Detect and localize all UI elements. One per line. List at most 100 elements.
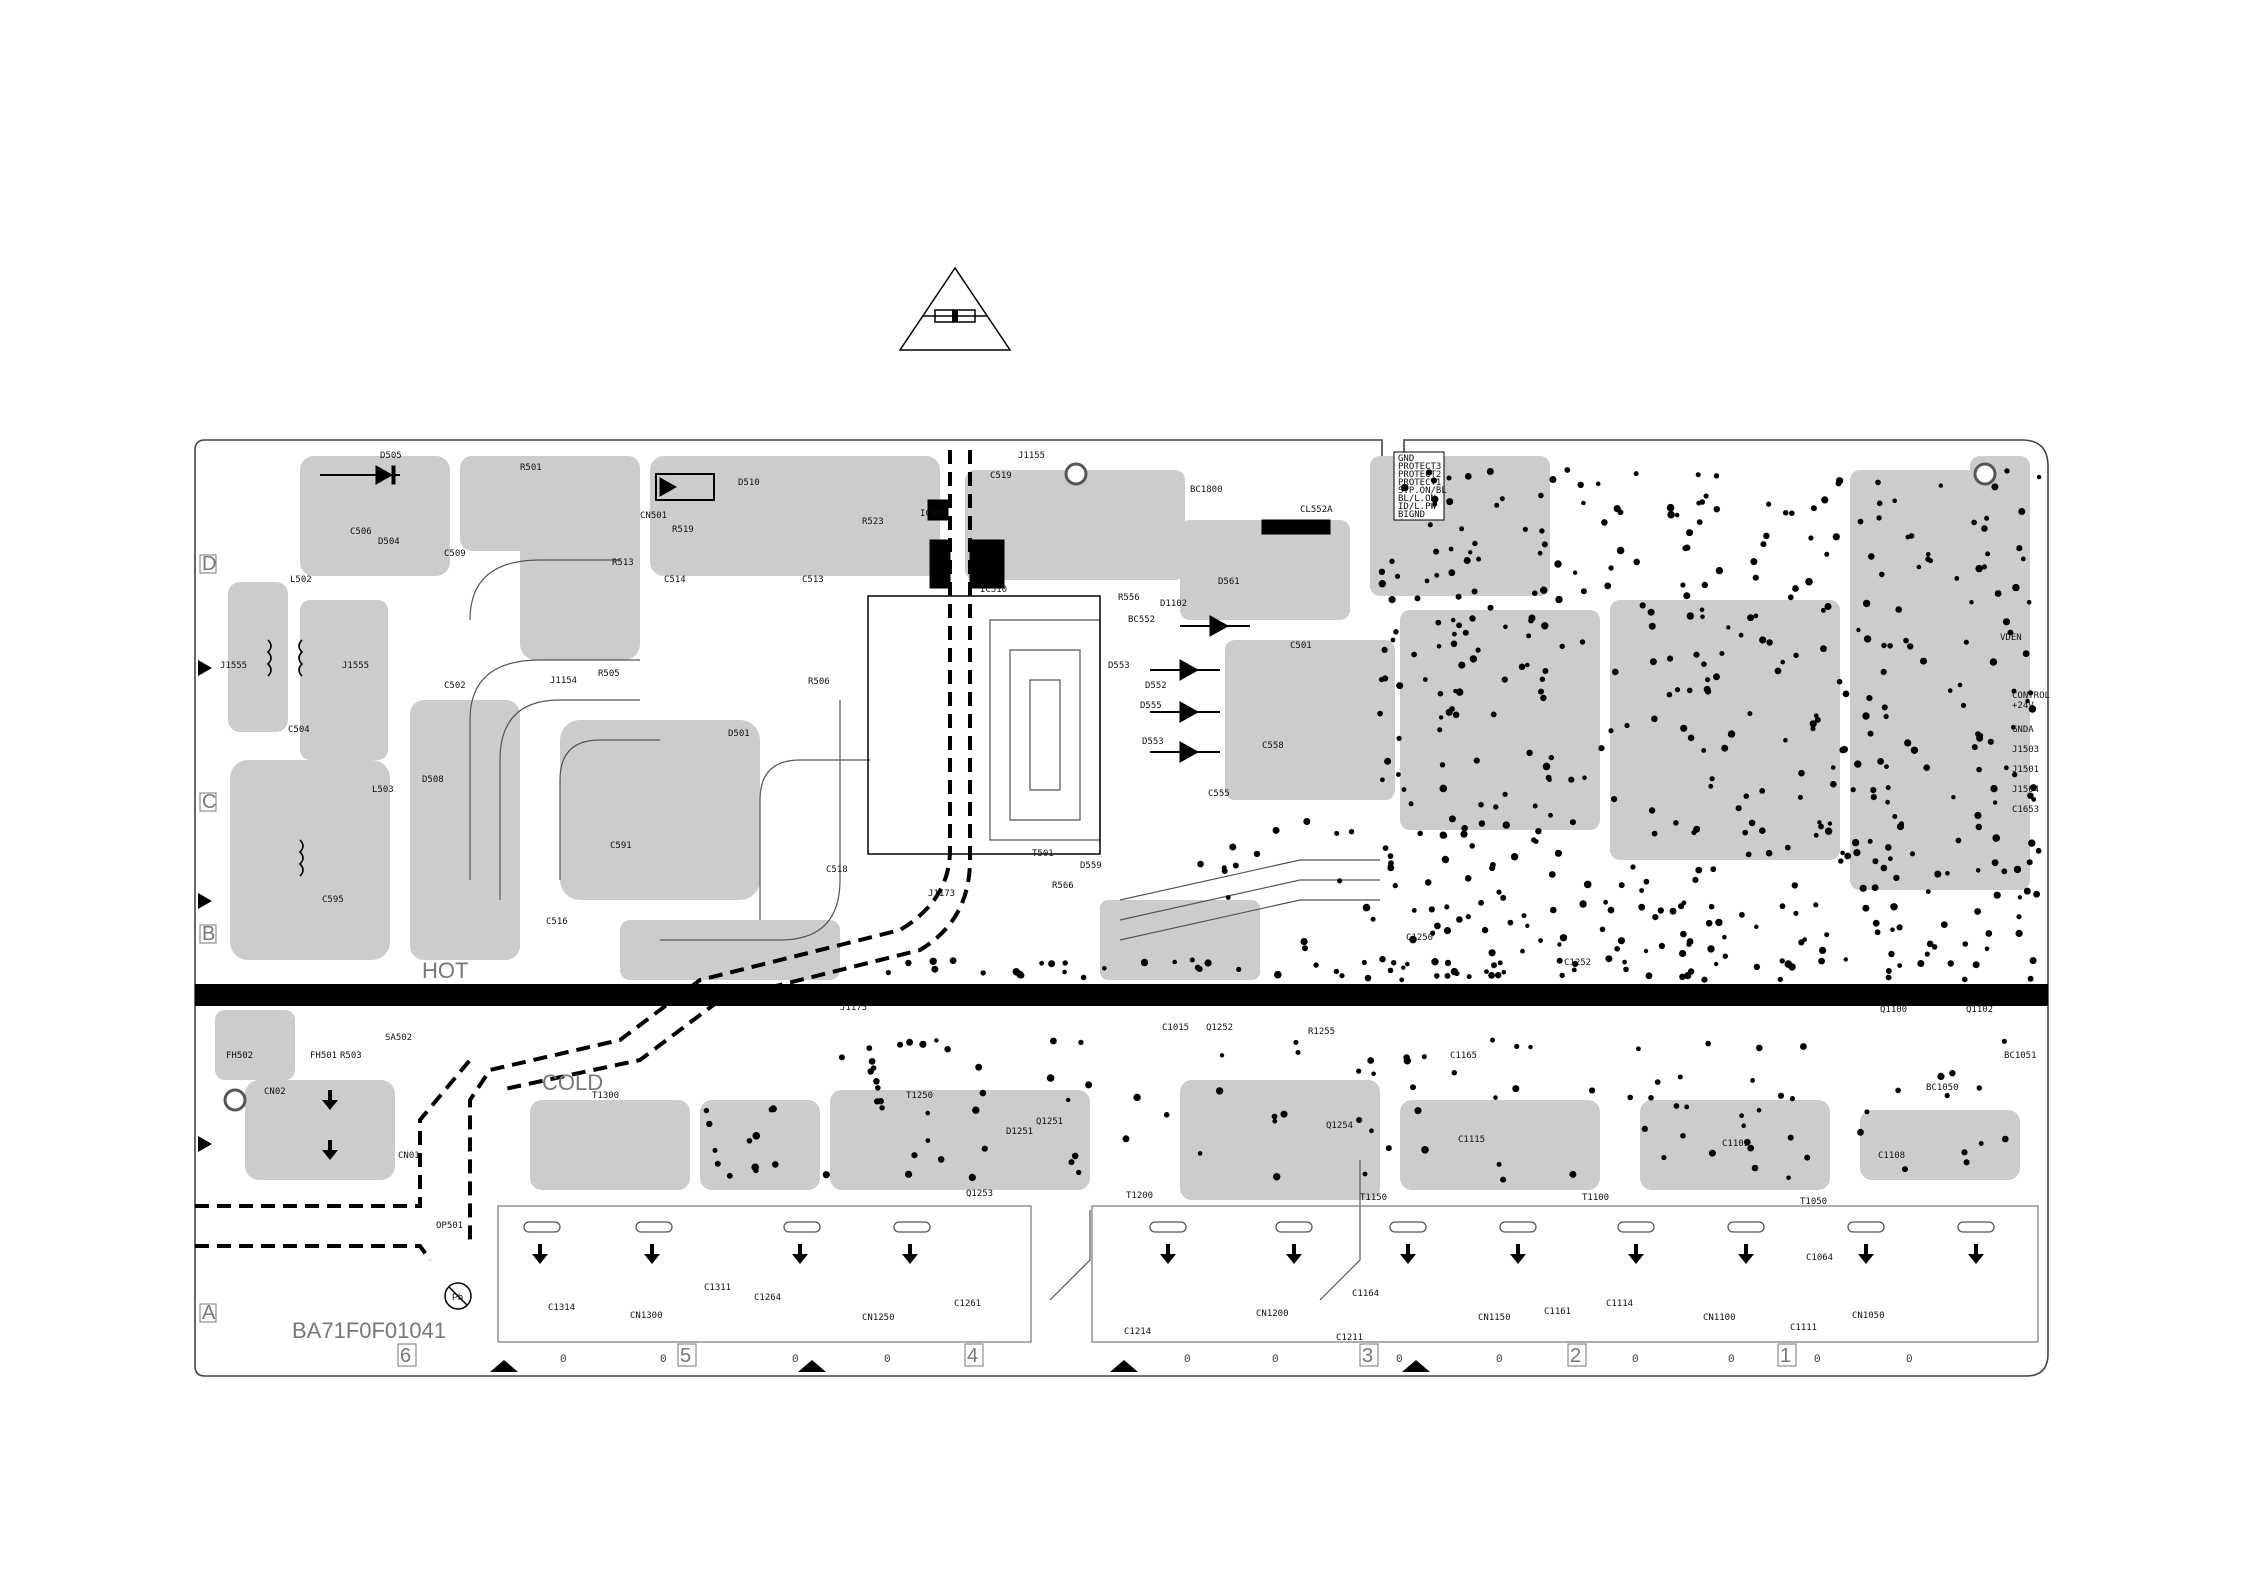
component-ref-label: C558 — [1262, 741, 1284, 751]
component-reference-labels: D505R501CN501D510C519J1155BC1800CL552AR5… — [220, 451, 2037, 1343]
side-arrows — [198, 660, 212, 1152]
pin-label: BL/L.ON — [1398, 494, 1436, 504]
component-ref-label: R556 — [1118, 593, 1140, 603]
component-ref-label: Q1252 — [1206, 1023, 1233, 1033]
svg-text:0: 0 — [1632, 1354, 1639, 1366]
row-marker-d: D — [202, 553, 216, 575]
component-ref-label: CN501 — [640, 511, 667, 521]
component-ref-label: D559 — [1080, 861, 1102, 871]
down-arrow-icons — [322, 1090, 1984, 1264]
component-ref-label: J1175 — [840, 1003, 867, 1013]
component-ref-label: CN1050 — [1852, 1311, 1885, 1321]
col-marker-6: 6 — [400, 1345, 411, 1367]
component-ref-label: BC1051 — [2004, 1051, 2037, 1061]
component-ref-label: C514 — [664, 575, 686, 585]
component-ref-label: Q1102 — [1966, 1005, 1993, 1015]
component-ref-label: C1214 — [1124, 1327, 1151, 1337]
component-ref-label: C1250 — [1406, 933, 1433, 943]
component-ref-label: CN1250 — [862, 1313, 895, 1323]
component-ref-label: C516 — [546, 917, 568, 927]
component-ref-label: CN1100 — [1703, 1313, 1736, 1323]
hot-side-label: HOT — [422, 958, 468, 983]
hot-cold-divider-bar — [195, 984, 2048, 1006]
component-ref-label: J1555 — [342, 661, 369, 671]
component-ref-label: C509 — [444, 549, 466, 559]
component-ref-label: L502 — [290, 575, 312, 585]
svg-text:C1653: C1653 — [2012, 805, 2039, 815]
component-ref-label: Q1251 — [1036, 1117, 1063, 1127]
component-ref-label: R503 — [340, 1051, 362, 1061]
component-ref-label: D552 — [1145, 681, 1167, 691]
svg-text:0: 0 — [884, 1354, 891, 1366]
component-ref-label: R523 — [862, 517, 884, 527]
component-ref-label: C1114 — [1606, 1299, 1633, 1309]
component-ref-label: D508 — [422, 775, 444, 785]
svg-text:+24V: +24V — [2012, 701, 2034, 711]
svg-text:0: 0 — [1272, 1354, 1279, 1366]
component-ref-label: C1108 — [1878, 1151, 1905, 1161]
component-ref-label: R506 — [808, 677, 830, 687]
pin-label: BIGND — [1398, 510, 1425, 520]
component-ref-label: Q1254 — [1326, 1121, 1353, 1131]
right-edge-labels: CONTROL +24V VDEN GNDA J1503 J1501 J1504… — [2000, 633, 2050, 815]
row-marker-a: A — [202, 1302, 216, 1324]
component-ref-label: C1015 — [1162, 1023, 1189, 1033]
component-ref-label: OP501 — [436, 1221, 463, 1231]
component-ref-label: D510 — [738, 478, 760, 488]
component-ref-label: T1300 — [592, 1091, 619, 1101]
component-ref-label: Q1100 — [1880, 1005, 1907, 1015]
component-ref-label: CL552A — [1300, 505, 1333, 515]
col-marker-5: 5 — [680, 1345, 691, 1367]
component-ref-label: T1100 — [1582, 1193, 1609, 1203]
row-marker-b: B — [202, 923, 215, 945]
component-ref-label: C1261 — [954, 1299, 981, 1309]
component-ref-label: C1211 — [1336, 1333, 1363, 1343]
svg-text:J1501: J1501 — [2012, 765, 2039, 775]
svg-text:0: 0 — [1728, 1354, 1735, 1366]
cold-side-label: COLD — [542, 1070, 603, 1095]
svg-text:GNDA: GNDA — [2012, 725, 2034, 735]
pin-label: S.P.ON/BL — [1398, 486, 1447, 496]
component-ref-label: R566 — [1052, 881, 1074, 891]
component-ref-label: C1314 — [548, 1303, 575, 1313]
component-ref-label: FH502 — [226, 1051, 253, 1061]
board-model-code: BA71F0F01041 — [292, 1318, 446, 1343]
svg-text:0: 0 — [1814, 1354, 1821, 1366]
component-ref-label: R501 — [520, 463, 542, 473]
component-ref-label: CN1200 — [1256, 1309, 1289, 1319]
mounting-holes — [223, 462, 1997, 1112]
bottom-pin-labels: 0 0 0 0 0 0 0 0 0 0 0 0 — [560, 1354, 1913, 1366]
component-ref-label: C1311 — [704, 1283, 731, 1293]
svg-text:0: 0 — [1184, 1354, 1191, 1366]
component-ref-label: D555 — [1140, 701, 1162, 711]
component-ref-label: T501 — [1032, 849, 1054, 859]
component-ref-label: C1111 — [1790, 1323, 1817, 1333]
lead-free-icon: Pb — [444, 1282, 472, 1310]
component-ref-label: R505 — [598, 669, 620, 679]
transformer-outline — [867, 595, 1101, 855]
component-ref-label: T1250 — [906, 1091, 933, 1101]
pin-label: PROTECT1 — [1398, 478, 1441, 488]
component-ref-label: J1555 — [220, 661, 247, 671]
pin-label: PROTECT2 — [1398, 470, 1441, 480]
svg-text:0: 0 — [1496, 1354, 1503, 1366]
component-ref-label: R1255 — [1308, 1027, 1335, 1037]
component-ref-label: C502 — [444, 681, 466, 691]
component-ref-label: BC1050 — [1926, 1083, 1959, 1093]
svg-text:0: 0 — [1906, 1354, 1913, 1366]
component-ref-label: BC552 — [1128, 615, 1155, 625]
col-marker-4: 4 — [967, 1345, 978, 1367]
component-symbols — [320, 465, 1331, 763]
component-ref-label: T1050 — [1800, 1197, 1827, 1207]
component-ref-label: C1252 — [1564, 958, 1591, 968]
svg-text:0: 0 — [1396, 1354, 1403, 1366]
component-ref-label: IC510 — [980, 585, 1007, 595]
component-ref-label: D501 — [728, 729, 750, 739]
component-ref-label: D1251 — [1006, 1127, 1033, 1137]
via-pads — [703, 467, 2042, 1183]
component-ref-label: CN02 — [264, 1087, 286, 1097]
component-ref-label: C506 — [350, 527, 372, 537]
component-ref-label: R519 — [672, 525, 694, 535]
component-ref-label: BC1800 — [1190, 485, 1223, 495]
